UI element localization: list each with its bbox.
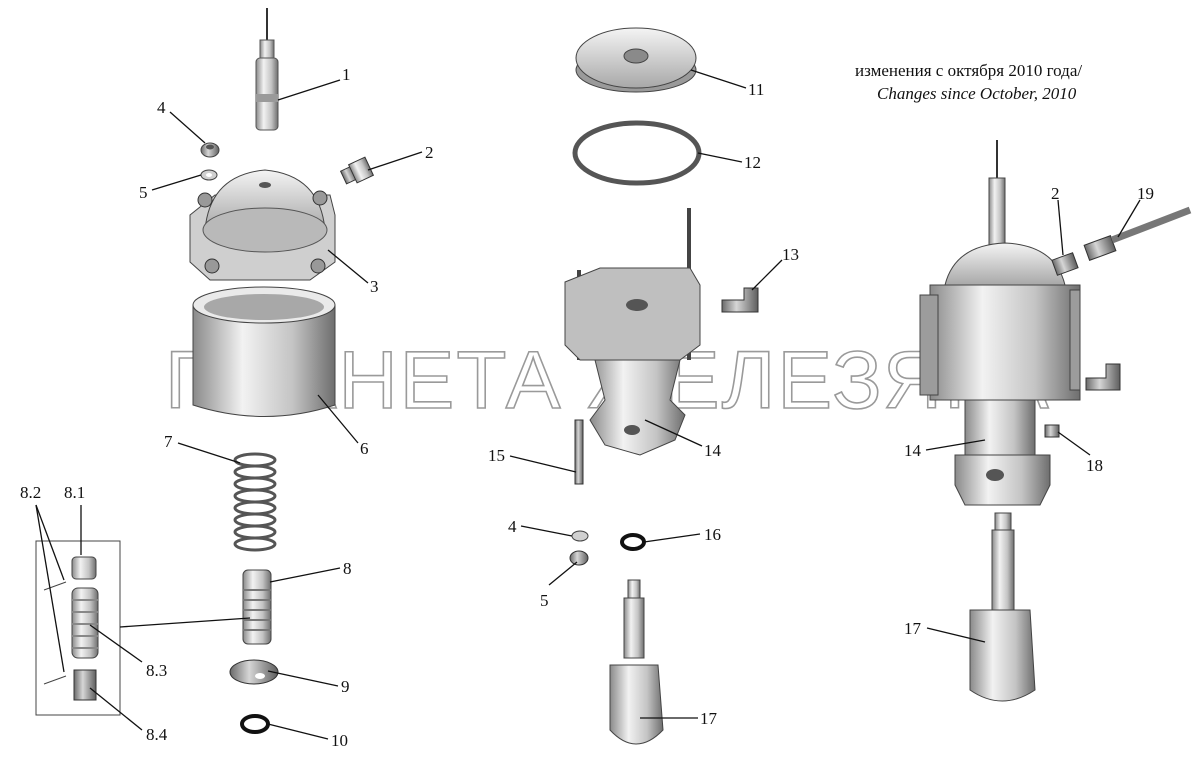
part-10-ring [240, 714, 270, 734]
callout-17: 17 [700, 709, 718, 728]
part-4-nut-b [571, 530, 589, 542]
callout-5b: 5 [540, 591, 549, 610]
callout-14: 14 [704, 441, 722, 460]
callout-17b: 17 [904, 619, 922, 638]
part-11-diaphragm [575, 27, 697, 93]
part-elbow-b [1085, 363, 1121, 391]
assembled-unit [919, 140, 1081, 702]
part-5-washer [200, 169, 218, 181]
part-19-tube [1083, 206, 1192, 261]
callout-12: 12 [744, 153, 761, 172]
part-2-fitting-b [1051, 252, 1079, 276]
part-15-stud [574, 419, 584, 485]
part-2-fitting [339, 156, 375, 185]
part-13-elbow [721, 287, 759, 313]
part-5-washer-b [569, 550, 589, 566]
part-16-ring [620, 533, 646, 551]
callout-1: 1 [342, 65, 351, 84]
callout-8-2: 8.2 [20, 483, 41, 502]
callout-8: 8 [343, 559, 352, 578]
callout-4: 4 [157, 98, 166, 117]
callout-9: 9 [341, 677, 350, 696]
part-7-spring [233, 452, 277, 552]
part-14-body [564, 208, 701, 456]
callout-4b: 4 [508, 517, 517, 536]
part-6-sleeve [192, 286, 336, 417]
callout-18: 18 [1086, 456, 1103, 475]
callout-8-1: 8.1 [64, 483, 85, 502]
callout-2b: 2 [1051, 184, 1060, 203]
callout-10: 10 [331, 731, 348, 750]
callout-16: 16 [704, 525, 721, 544]
note-change-en: Changes since October, 2010 [877, 84, 1077, 103]
callout-13: 13 [782, 245, 799, 264]
part-9-plate [229, 659, 279, 685]
callout-3: 3 [370, 277, 379, 296]
callout-15: 15 [488, 446, 505, 465]
callout-2: 2 [425, 143, 434, 162]
leader-lines [35, 69, 1141, 740]
part-1-rod [255, 8, 279, 131]
part-8-subassembly-box [35, 540, 121, 716]
callout-11: 11 [748, 80, 764, 99]
note-change-ru: изменения с октября 2010 года/ [855, 61, 1082, 80]
callout-labels: 1 2 3 4 5 6 7 8 8.1 8.2 8.3 8.4 9 10 11 … [20, 65, 1154, 750]
callout-8-3: 8.3 [146, 661, 167, 680]
part-12-o-ring [572, 120, 702, 186]
callout-19: 19 [1137, 184, 1154, 203]
part-4-nut [200, 142, 220, 158]
callout-14b: 14 [904, 441, 922, 460]
callout-6: 6 [360, 439, 369, 458]
part-8-valve [242, 569, 272, 645]
callout-7: 7 [164, 432, 173, 451]
callout-5: 5 [139, 183, 148, 202]
part-18-plug [1044, 424, 1060, 438]
part-3-cover [189, 169, 336, 281]
part-17-plunger [609, 579, 664, 745]
callout-8-4: 8.4 [146, 725, 168, 744]
